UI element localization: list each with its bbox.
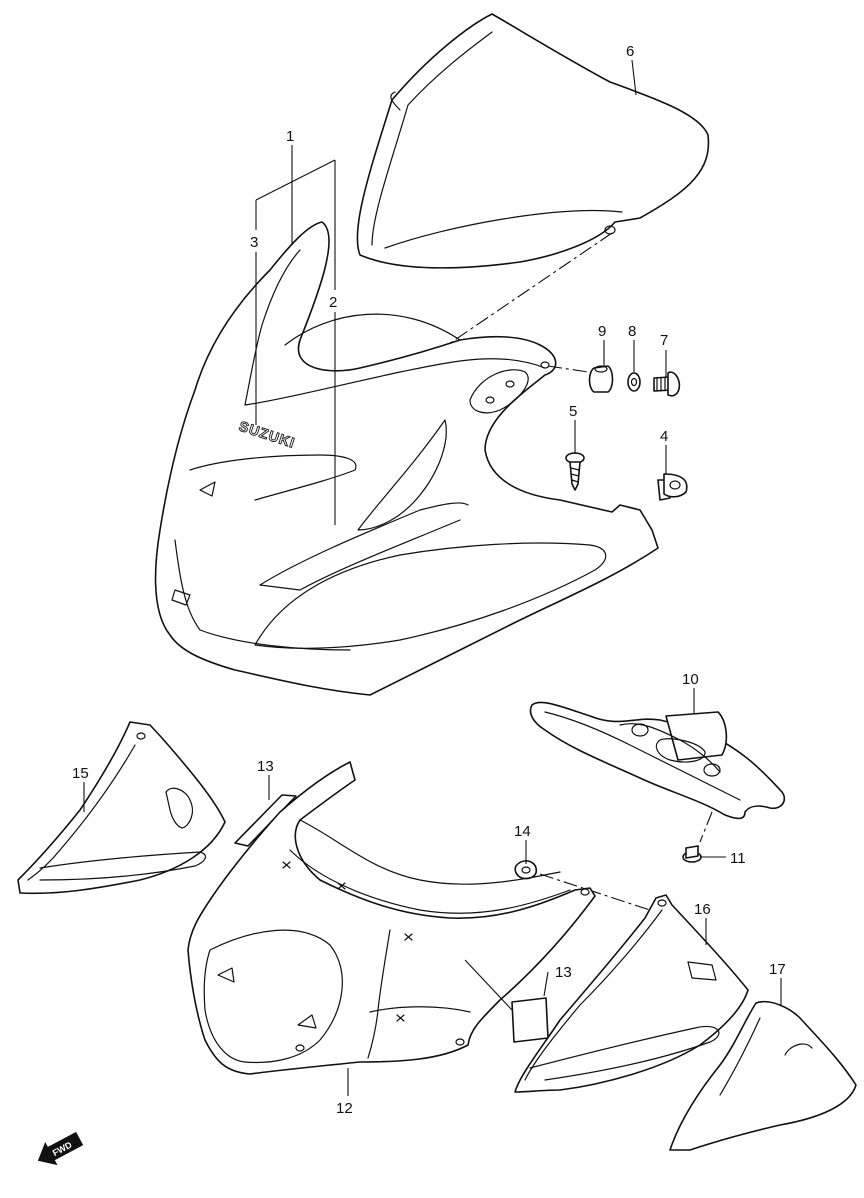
right-side-cowling-part [514, 894, 749, 1093]
callout-5: 5 [569, 403, 577, 420]
screw-4-part [657, 473, 688, 501]
callout-2: 2 [329, 294, 337, 311]
screw-5-part [565, 452, 585, 491]
callout-labels: 1 2 3 4 5 6 7 8 9 10 11 12 13 13 14 15 1… [72, 43, 786, 1117]
lower-cowling-part [187, 761, 596, 1075]
left-side-cowling-part [17, 721, 226, 895]
callout-13-lower: 13 [555, 964, 572, 981]
callout-8: 8 [628, 323, 636, 340]
callout-7: 7 [660, 332, 668, 349]
inner-bracket-part [529, 701, 786, 820]
callout-16: 16 [694, 901, 711, 918]
callout-10: 10 [682, 671, 699, 688]
upper-cowling-part: SUZUKI [154, 221, 659, 696]
windscreen-part [356, 13, 710, 269]
callout-11: 11 [730, 850, 746, 867]
fwd-arrow-icon: FWD [37, 1131, 84, 1166]
callout-17: 17 [769, 961, 786, 978]
callout-14: 14 [514, 823, 531, 840]
callout-3: 3 [250, 234, 258, 251]
callout-9: 9 [598, 323, 606, 340]
callout-13-upper: 13 [257, 758, 274, 775]
callout-4: 4 [660, 428, 668, 445]
washer-part [627, 372, 641, 392]
callout-12: 12 [336, 1100, 353, 1117]
callout-6: 6 [626, 43, 634, 60]
bolt-attach-line [547, 365, 596, 374]
bolt-7-part [653, 371, 681, 397]
clip-attach-line [539, 873, 666, 916]
bolt-11-part [682, 845, 702, 863]
leader-lines [83, 59, 782, 1096]
callout-15: 15 [72, 765, 89, 782]
collar-part [588, 365, 614, 393]
pad-13-upper-part [234, 794, 297, 847]
pad-13-lower-part [511, 997, 549, 1043]
callout-1: 1 [286, 128, 294, 145]
windscreen-attach-line [439, 232, 613, 351]
bracket-attach-line [699, 811, 713, 843]
side-panel-17-part [669, 1000, 857, 1151]
